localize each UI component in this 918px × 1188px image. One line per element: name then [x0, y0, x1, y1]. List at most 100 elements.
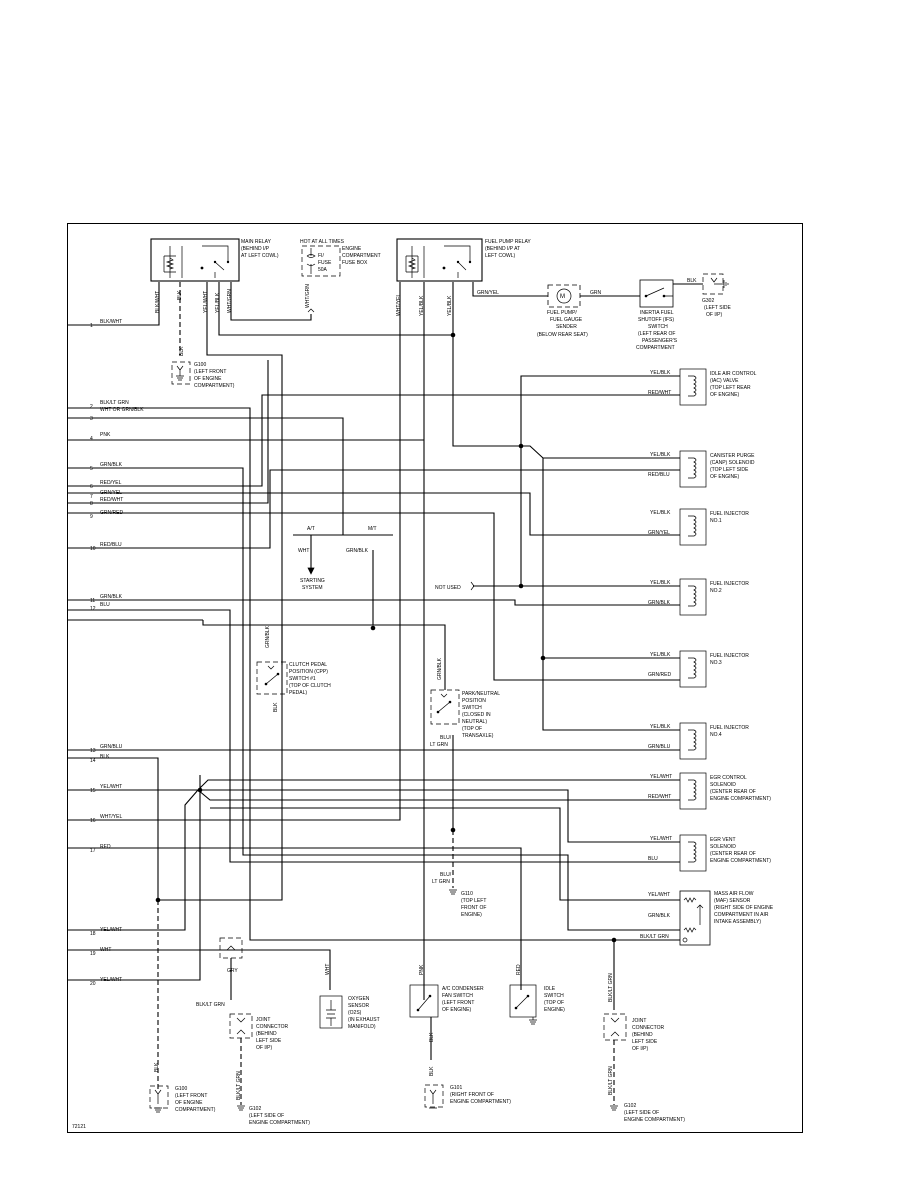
g100-top-2: (LEFT FRONT	[194, 369, 226, 375]
device-name-line: NO.2	[710, 588, 722, 594]
start-label-2: SYSTEM	[302, 585, 323, 591]
svg-text:BLK/LT GRN: BLK/LT GRN	[608, 973, 614, 1002]
inertia-name-1: INERTIA FUEL	[640, 310, 674, 316]
ground-g110: BLU/ LT GRN G110 (TOP LEFT FRONT OF ENGI…	[432, 872, 486, 918]
svg-text:BLK: BLK	[429, 1032, 435, 1042]
device-wire-1: YEL/WHT	[650, 774, 672, 780]
g302-label-2: (LEFT SIDE	[704, 305, 732, 311]
maf-sensor: YEL/WHT GRN/BLK BLK/LT GRN MASS AIR FLOW…	[640, 890, 774, 946]
device-name-line: FUEL INJECTOR	[710, 511, 749, 517]
svg-text:WHT: WHT	[325, 964, 331, 975]
svg-text:BLK: BLK	[273, 702, 279, 712]
solenoid-coil-icon	[688, 779, 697, 801]
fuse-wire-label: WHT/GRN	[305, 284, 311, 308]
device-name-line: OF ENGINE)	[710, 474, 740, 480]
pin-wire-color: BLK	[100, 754, 110, 760]
svg-text:BLU/: BLU/	[440, 735, 452, 741]
svg-text:(TOP OF: (TOP OF	[544, 1000, 564, 1006]
pin-number: 17	[90, 848, 96, 854]
pump-name-1: FUEL PUMP/	[547, 310, 577, 316]
svg-text:SWITCH #1: SWITCH #1	[289, 676, 316, 682]
pin-wire-color: BLK/WHT	[100, 319, 122, 325]
device-name-line: FUEL INJECTOR	[710, 653, 749, 659]
cpp-switch: GRN/BLK BLK CLUTCH PEDAL POSITION (CPP) …	[256, 625, 331, 712]
svg-text:PNK: PNK	[419, 964, 425, 975]
g302-label-3: OF I/P)	[706, 312, 722, 318]
pin-number: 20	[90, 981, 96, 987]
main-relay: MAIN RELAY (BEHIND I/P AT LEFT COWL) BLK…	[150, 238, 279, 313]
diagram-id: 72121	[72, 1124, 86, 1130]
device-wire-1: YEL/BLK	[650, 510, 671, 516]
pin-number: 10	[90, 546, 96, 552]
device-wire-1: YEL/BLK	[650, 370, 671, 376]
device-box	[679, 834, 707, 872]
svg-text:ENGINE): ENGINE)	[544, 1007, 565, 1013]
main-relay-loc-1: (BEHIND I/P	[241, 246, 270, 252]
pnp-switch: GRN/BLK PARK/NEUTRAL POSITION SWITCH (CL…	[430, 657, 500, 748]
svg-text:POSITION: POSITION	[462, 698, 486, 704]
svg-text:(O2S): (O2S)	[348, 1010, 362, 1016]
svg-text:GRN/BLK: GRN/BLK	[648, 913, 671, 919]
inertia-name-5: PASSENGER'S	[642, 338, 678, 344]
svg-text:ENGINE): ENGINE)	[461, 912, 482, 918]
svg-text:G102: G102	[249, 1106, 261, 1112]
device-wire-1: YEL/BLK	[650, 580, 671, 586]
fuse-label-2: FUSE	[318, 260, 332, 266]
ground-g100-top: BLK G100 (LEFT FRONT OF ENGINE COMPARTME…	[171, 282, 235, 389]
pin-number: 6	[90, 484, 93, 490]
svg-text:(LEFT FRONT: (LEFT FRONT	[442, 1000, 474, 1006]
device-name-line: OF ENGINE)	[710, 392, 740, 398]
pump-wire-grnyel: GRN/YEL	[477, 290, 499, 296]
main-relay-pin-1: BLK/WHT	[155, 291, 161, 313]
svg-text:BLU/: BLU/	[440, 872, 452, 878]
device-wire-2: BLU	[648, 856, 658, 862]
svg-text:JOINT: JOINT	[632, 1018, 646, 1024]
device-name-line: FUEL INJECTOR	[710, 581, 749, 587]
solenoid-coil-icon	[688, 841, 697, 863]
fuel-pump-relay: FUEL PUMP RELAY (BEHIND I/P AT LEFT COWL…	[396, 238, 531, 316]
device-name-line: NO.4	[710, 732, 722, 738]
fuse-label-1: FI/	[318, 253, 324, 259]
not-used-label: NOT USED	[435, 585, 461, 591]
device-name-line: CANISTER PURGE	[710, 453, 755, 459]
svg-text:IDLE: IDLE	[544, 986, 556, 992]
svg-text:LEFT SIDE: LEFT SIDE	[632, 1039, 658, 1045]
trans-wht: WHT	[298, 548, 309, 554]
svg-text:LT GRN: LT GRN	[432, 879, 450, 885]
fuse-loc-3: FUSE BOX	[342, 260, 368, 266]
pin-wire-color: RED	[100, 844, 111, 850]
svg-text:BLK/LT GRN: BLK/LT GRN	[196, 1002, 225, 1008]
pin-number: 8	[90, 501, 93, 507]
solenoid-coil-icon	[688, 457, 697, 479]
svg-text:NEUTRAL): NEUTRAL)	[462, 719, 487, 725]
trans-at: A/T	[307, 526, 315, 532]
fuse-loc-1: ENGINE	[342, 246, 362, 252]
pin-number: 13	[90, 748, 96, 754]
svg-text:G101: G101	[450, 1085, 462, 1091]
svg-text:JOINT: JOINT	[256, 1017, 270, 1023]
svg-text:(BEHIND: (BEHIND	[256, 1031, 277, 1037]
svg-text:COMPARTMENT IN AIR: COMPARTMENT IN AIR	[714, 912, 769, 918]
device-wire-1: YEL/BLK	[650, 652, 671, 658]
pump-name-2: FUEL GAUGE	[550, 317, 583, 323]
pin-wire-color: GRN/BLK	[100, 594, 123, 600]
pin-number: 11	[90, 598, 95, 604]
pin-number: 2	[90, 404, 93, 410]
inertia-wire-blk: BLK	[687, 278, 697, 284]
fuse-loc-2: COMPARTMENT	[342, 253, 381, 259]
svg-text:G100: G100	[175, 1086, 187, 1092]
g302-label-1: G302	[702, 298, 714, 304]
svg-text:(IN EXHAUST: (IN EXHAUST	[348, 1017, 380, 1023]
svg-text:SWITCH: SWITCH	[544, 993, 564, 999]
device-name-line: SOLENOID	[710, 844, 736, 850]
svg-text:GRN/BLK: GRN/BLK	[437, 657, 443, 680]
svg-text:(LEFT SIDE OF: (LEFT SIDE OF	[249, 1113, 284, 1119]
device-wire-2: RED/WHT	[648, 794, 671, 800]
device-wire-2: RED/WHT	[648, 390, 671, 396]
fi-fuse: HOT AT ALL TIMES ENGINE COMPARTMENT FUSE…	[300, 239, 381, 313]
device-name-line: ENGINE COMPARTMENT)	[710, 858, 771, 864]
diagram-frame	[67, 223, 803, 1133]
